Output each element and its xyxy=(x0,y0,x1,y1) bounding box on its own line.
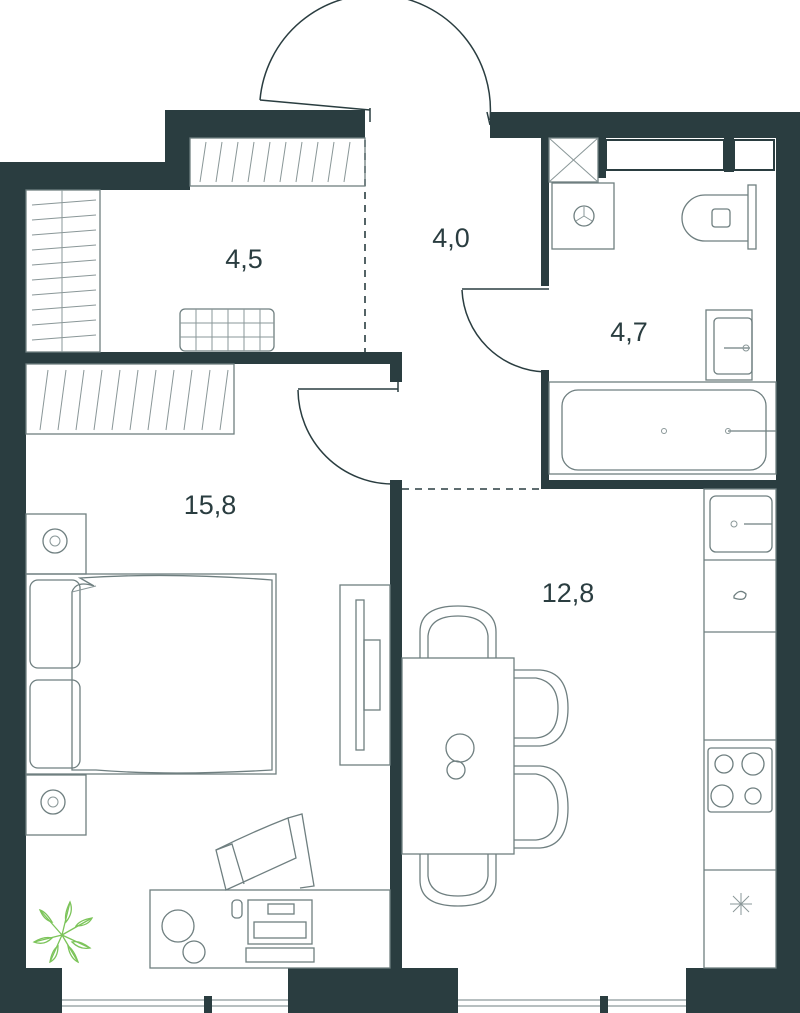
loggia-furniture xyxy=(25,137,366,353)
bedroom-furniture xyxy=(25,363,391,969)
hallway-area-label: 4,0 xyxy=(432,223,470,253)
bathroom-area-label: 4,7 xyxy=(610,317,648,347)
loggia-area-label: 4,5 xyxy=(225,244,263,274)
kitchen-furniture xyxy=(401,488,777,969)
bedroom-area-label: 15,8 xyxy=(184,490,237,520)
area-labels: 4,5 4,0 4,7 15,8 12,8 xyxy=(184,223,648,608)
kitchen-area-label: 12,8 xyxy=(542,578,595,608)
bathroom-furniture xyxy=(548,137,777,475)
plant-icon xyxy=(32,900,94,964)
walls xyxy=(0,110,800,1013)
doors xyxy=(259,0,549,490)
windows xyxy=(62,996,686,1013)
